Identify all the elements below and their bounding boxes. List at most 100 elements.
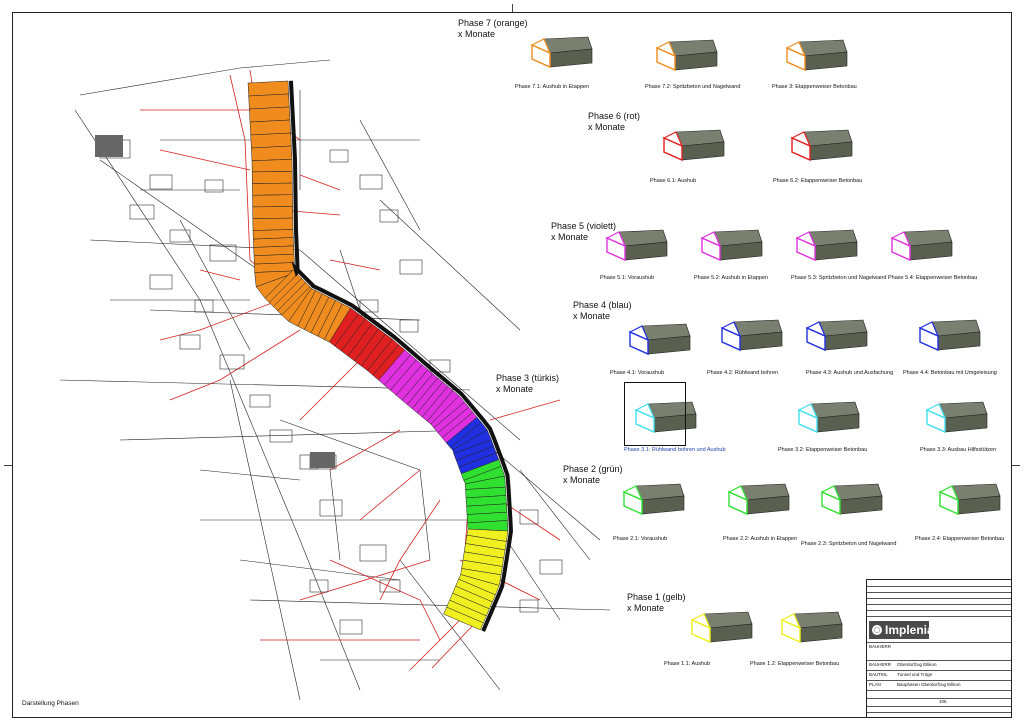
active-stage-top — [727, 485, 749, 502]
phase-2-step-2-model — [727, 482, 791, 523]
map-line — [229, 379, 301, 701]
active-stage — [798, 408, 818, 434]
map-line — [519, 469, 591, 561]
tunnel-segment-orange — [249, 119, 291, 136]
tunnel-wall — [288, 80, 513, 632]
active-stage — [663, 136, 683, 162]
company-name: Implenia — [885, 623, 934, 637]
active-stage-top — [634, 403, 656, 420]
active-stage — [656, 46, 676, 72]
building — [209, 244, 237, 262]
active-stage — [919, 326, 939, 352]
active-stage — [701, 236, 721, 262]
active-stage-top — [918, 321, 940, 338]
tunnel-segment-orange — [252, 217, 294, 231]
phase-7-step-3-model — [785, 38, 849, 79]
field-label: BAUHERR — [869, 662, 892, 667]
frame-tick — [512, 4, 513, 12]
phase-name: Phase 2 (grün) — [563, 464, 623, 474]
phase-3-step-3-model — [925, 400, 989, 441]
utility-line — [329, 259, 381, 271]
utility-line — [489, 399, 561, 421]
building — [204, 179, 224, 193]
phase-7-step-1-model — [530, 35, 594, 76]
utility-line — [199, 269, 241, 281]
map-line — [179, 219, 251, 351]
building — [359, 299, 379, 313]
map-line — [119, 429, 601, 541]
phase-1-title: Phase 1 (gelb)x Monate — [627, 592, 686, 614]
utility-line — [169, 329, 301, 401]
phase-4-step-3-label: Phase 4.3: Aushub und Ausfachung — [806, 370, 894, 376]
building — [169, 229, 191, 243]
building — [309, 579, 329, 593]
phase-2-step-3-model — [820, 482, 884, 523]
building — [329, 149, 349, 163]
building — [269, 429, 293, 443]
building — [149, 174, 173, 190]
active-stage-top — [700, 231, 722, 248]
company-logo: Implenia — [869, 621, 934, 639]
map-line — [379, 199, 521, 331]
phase-4-step-4-label: Phase 4.4: Betonbau mit Umgeleisung — [903, 370, 997, 376]
phase-5-title: Phase 5 (violett)x Monate — [551, 221, 616, 243]
title-block: Implenia BAUHERR BAUHERR Oberdorfzug Eil… — [866, 579, 1012, 718]
active-stage-top — [890, 231, 912, 248]
building — [359, 544, 387, 562]
phase-duration: x Monate — [496, 384, 534, 394]
phase-2-step-4-model — [938, 482, 1002, 523]
map-line — [279, 419, 421, 471]
building — [539, 559, 563, 575]
utility-line — [379, 499, 441, 601]
phase-1-step-2-label: Phase 1.2: Etappenweiser Betonbau — [750, 661, 840, 667]
active-stage — [606, 236, 626, 262]
field-value: Oberdorfzug Eilikon — [897, 662, 937, 667]
phase-2-title: Phase 2 (grün)x Monate — [563, 464, 623, 486]
active-stage-top — [797, 403, 819, 420]
phase-5-step-1-model — [605, 228, 669, 269]
phase-2-step-2-label: Phase 2.2: Aushub in Etappen — [723, 536, 798, 542]
tunnel-segment-orange — [249, 106, 291, 123]
phase-duration: x Monate — [563, 475, 601, 485]
utility-line — [329, 429, 401, 471]
map-linework — [59, 59, 611, 701]
phase-duration: x Monate — [458, 29, 496, 39]
building — [399, 259, 423, 275]
active-stage — [791, 136, 811, 162]
phase-7-step-2-model — [655, 38, 719, 79]
active-stage-top — [790, 131, 812, 148]
phase-2-step-4-label: Phase 2.4: Etappenweiser Betonbau — [915, 536, 1005, 542]
phase-6-step-1-model — [662, 128, 726, 169]
building — [219, 354, 245, 370]
phase-2-step-1-label: Phase 2.1: Voraushub — [613, 536, 668, 542]
tunnel-segment-orange — [251, 145, 293, 161]
implenia-sun-icon — [872, 625, 882, 635]
phase-name: Phase 4 (blau) — [573, 300, 632, 310]
building — [179, 334, 201, 350]
map-line — [419, 469, 431, 561]
building — [249, 394, 271, 408]
tunnel-segment-orange — [248, 93, 290, 110]
phase-5-step-2-model — [700, 228, 764, 269]
tunnel-segment-orange — [250, 132, 292, 149]
selected-step-frame[interactable] — [624, 382, 686, 446]
utility-line — [359, 469, 421, 521]
tunnel-segment-yellow — [443, 606, 484, 631]
map-buildings — [95, 135, 563, 635]
tunnel-alignment — [247, 80, 513, 632]
phase-1-step-1-label: Phase 1.1: Aushub — [664, 661, 711, 667]
active-stage — [531, 43, 551, 69]
map-line — [329, 469, 341, 561]
phase-duration: x Monate — [573, 311, 611, 321]
active-stage-top — [628, 325, 650, 342]
active-stage — [821, 490, 841, 516]
phase-4-step-2-model — [720, 318, 784, 359]
tunnel-segment-orange — [252, 182, 293, 196]
active-stage — [728, 490, 748, 516]
building-dark — [310, 452, 335, 468]
building — [129, 204, 155, 220]
phase-6-step-1-label: Phase 6.1: Aushub — [650, 178, 697, 184]
phase-1-step-1-model — [690, 610, 754, 651]
utility-line — [299, 359, 361, 421]
utility-line — [299, 174, 341, 191]
